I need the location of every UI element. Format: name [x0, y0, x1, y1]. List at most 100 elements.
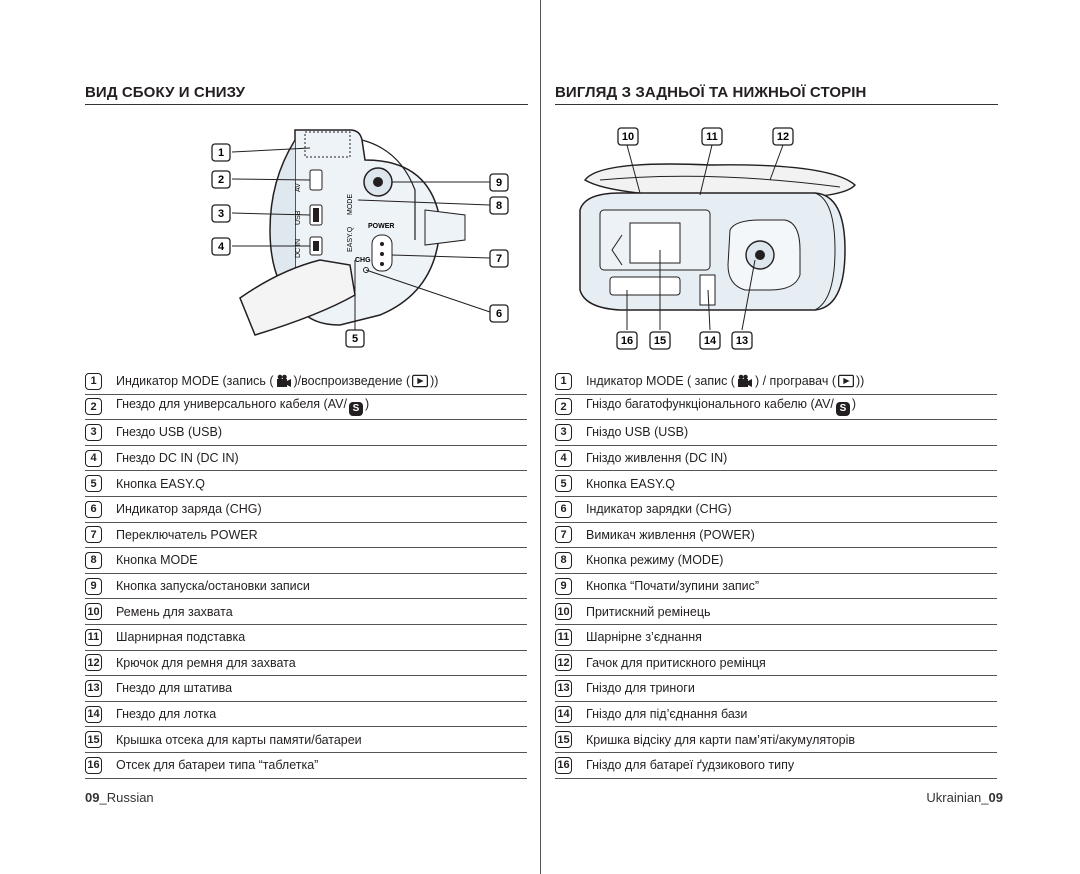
- item-number-badge: 14: [555, 705, 572, 723]
- item-description: Індикатор MODE ( запис () / програвач ()…: [586, 374, 865, 389]
- list-item: 14 Гніздо для під’єднання бази: [555, 702, 997, 728]
- item-number-badge: 7: [555, 526, 572, 544]
- item-number-badge: 13: [85, 679, 102, 697]
- item-number-badge: 2: [85, 398, 102, 416]
- callout-9: 9: [489, 173, 509, 192]
- callout-14: 14: [699, 331, 721, 350]
- callout-8: 8: [489, 196, 509, 215]
- svg-text:5: 5: [352, 333, 358, 345]
- av-port-label: AV: [295, 183, 302, 192]
- svg-text:2: 2: [218, 174, 224, 186]
- callout-12: 12: [772, 127, 794, 146]
- camera-mode-icon: [737, 374, 752, 388]
- item-description: Гнездо для лотка: [116, 707, 217, 722]
- svg-text:8: 8: [496, 200, 502, 212]
- item-number-badge: 6: [85, 500, 102, 518]
- callout-5: 5: [345, 329, 365, 348]
- left-footer: 09_Russian: [85, 790, 154, 805]
- item-description: Кришка відсіку для карти пам’яті/акумуля…: [586, 732, 856, 747]
- list-item: 5 Кнопка EASY.Q: [85, 471, 527, 497]
- callout-16: 16: [616, 331, 638, 350]
- callout-2: 2: [211, 170, 231, 189]
- item-number-badge: 12: [85, 654, 102, 672]
- dcin-port-label: DC IN: [295, 239, 302, 258]
- power-label: POWER: [368, 223, 394, 230]
- list-item: 15 Кришка відсіку для карти пам’яті/акуму…: [555, 727, 997, 753]
- item-number-badge: 5: [555, 475, 572, 493]
- item-description: Ремень для захвата: [116, 604, 233, 619]
- left-heading: ВИД СБОКУ И СНИЗУ: [85, 84, 246, 101]
- usb-port-label: USB: [295, 210, 302, 225]
- item-description: Гніздо живлення (DC IN): [586, 451, 728, 466]
- callout-1: 1: [211, 143, 231, 162]
- item-number-badge: 2: [555, 398, 572, 416]
- mode-label: MODE: [347, 194, 354, 215]
- camera-mode-icon: [276, 374, 291, 388]
- item-description: Гнездо для универсального кабеля (AV/S): [116, 397, 370, 417]
- easyq-label: EASY.Q: [347, 226, 354, 252]
- item-description: Гніздо для триноги: [586, 681, 695, 696]
- right-heading: ВИГЛЯД З ЗАДНЬОЇ ТА НИЖНЬОЇ СТОРІН: [555, 84, 867, 101]
- item-number-badge: 10: [85, 603, 102, 621]
- item-number-badge: 11: [85, 628, 102, 646]
- av-s-icon: S: [348, 402, 363, 417]
- list-item: 5 Кнопка EASY.Q: [555, 471, 997, 497]
- list-item: 11 Шарнірне з’єднання: [555, 625, 997, 651]
- item-description: Кнопка “Почати/зупини запис”: [586, 579, 760, 594]
- item-description: Кнопка запуска/остановки записи: [116, 579, 310, 594]
- svg-text:11: 11: [706, 131, 718, 143]
- item-description: Крышка отсека для карты памяти/батареи: [116, 732, 362, 747]
- play-mode-icon: [412, 375, 429, 388]
- item-number-badge: 3: [85, 423, 102, 441]
- list-item: 1 Индикатор MODE (запись ()/воспроизведен…: [85, 369, 527, 395]
- item-description: Гніздо багатофункціонального кабелю (AV/…: [586, 397, 857, 417]
- svg-text:3: 3: [218, 208, 224, 220]
- item-description: Крючок для ремня для захвата: [116, 655, 296, 670]
- right-page-number: 09: [988, 790, 1003, 805]
- list-item: 6 Индикатор заряда (CHG): [85, 497, 527, 523]
- item-number-badge: 10: [555, 603, 572, 621]
- item-description: Індикатор зарядки (CHG): [586, 502, 732, 517]
- list-item: 2 Гнездо для универсального кабеля (AV/S): [85, 395, 527, 421]
- item-number-badge: 15: [85, 731, 102, 749]
- list-item: 12 Гачок для притискного ремінця: [555, 651, 997, 677]
- callout-7: 7: [489, 249, 509, 268]
- item-number-badge: 14: [85, 705, 102, 723]
- item-number-badge: 6: [555, 500, 572, 518]
- item-description: Гнездо USB (USB): [116, 425, 223, 440]
- svg-text:16: 16: [621, 335, 633, 347]
- item-number-badge: 7: [85, 526, 102, 544]
- item-number-badge: 1: [85, 372, 102, 390]
- list-item: 15 Крышка отсека для карты памяти/батареи: [85, 727, 527, 753]
- item-description: Индикатор заряда (CHG): [116, 502, 262, 517]
- svg-text:7: 7: [496, 253, 502, 265]
- item-number-badge: 1: [555, 372, 572, 390]
- list-item: 10 Притискний ремінець: [555, 599, 997, 625]
- callout-11: 11: [701, 127, 723, 146]
- item-description: Шарнірне з’єднання: [586, 630, 702, 645]
- item-number-badge: 11: [555, 628, 572, 646]
- item-description: Гніздо для під’єднання бази: [586, 707, 748, 722]
- av-s-icon: S: [835, 402, 850, 417]
- item-number-badge: 5: [85, 475, 102, 493]
- list-item: 2 Гніздо багатофункціонального кабелю (AV…: [555, 395, 997, 421]
- item-description: Притискний ремінець: [586, 604, 711, 619]
- item-number-badge: 15: [555, 731, 572, 749]
- svg-text:1: 1: [218, 147, 224, 159]
- play-mode-icon: [838, 375, 855, 388]
- callout-3: 3: [211, 204, 231, 223]
- item-number-badge: 12: [555, 654, 572, 672]
- item-description: Кнопка EASY.Q: [116, 476, 206, 491]
- item-description: Индикатор MODE (запись ()/воспроизведени…: [116, 374, 439, 389]
- page-divider: [540, 0, 541, 874]
- item-description: Гачок для притискного ремінця: [586, 655, 766, 670]
- item-description: Кнопка EASY.Q: [586, 476, 676, 491]
